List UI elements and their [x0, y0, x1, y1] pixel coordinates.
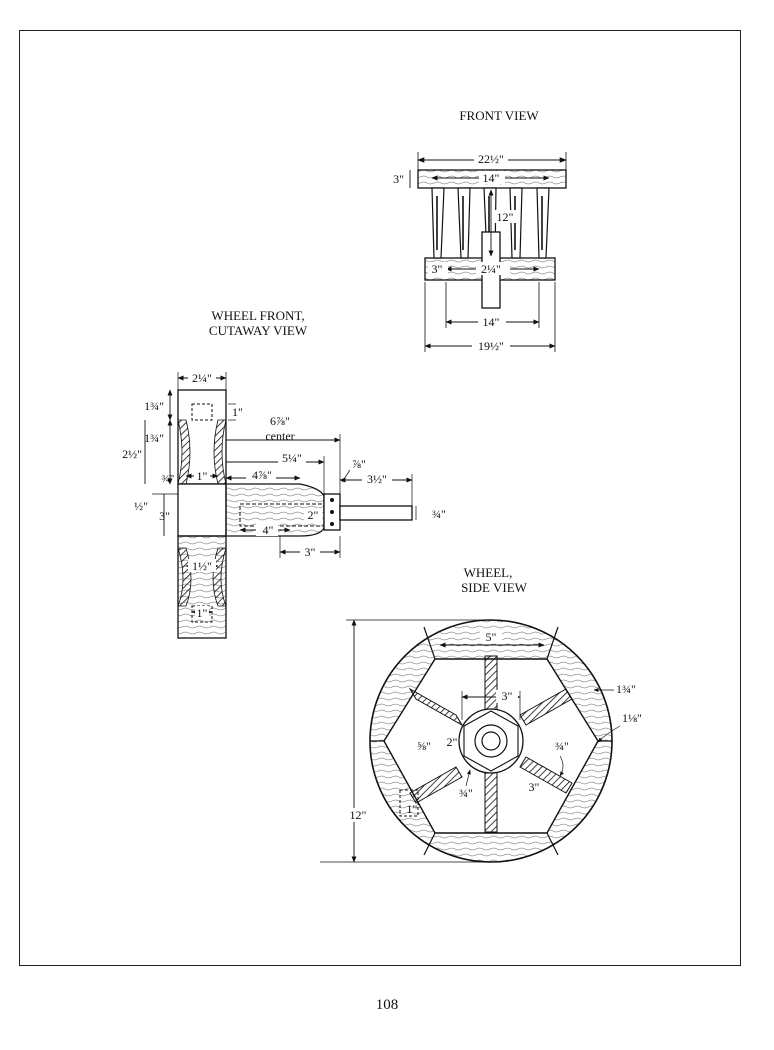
cutaway-dim-d16: 3" — [305, 545, 316, 559]
cutaway-dim-d2: 1" — [232, 405, 243, 419]
cutaway-dim-d13: 2" — [308, 508, 319, 522]
front-dim-inner-bottom: 14" — [483, 315, 500, 329]
cutaway-dim-d6: ⅞" — [352, 457, 366, 471]
side-dim-rim-width: 1¾" — [616, 682, 636, 696]
side-dim-spoke-c: ¾" — [459, 786, 473, 800]
cutaway-dim-d18: 1" — [197, 606, 208, 620]
cutaway-dim-d10: 3½" — [367, 472, 387, 486]
cutaway-dim-d17: 1½" — [192, 559, 212, 573]
front-dim-top-width: 22½" — [478, 152, 504, 166]
front-dim-inner-top: 14" — [483, 171, 500, 185]
cutaway-view: WHEEL FRONT, CUTAWAY VIEW 2¼" 1¾" 1" — [122, 308, 446, 639]
front-dim-bottom-width: 19½" — [478, 339, 504, 353]
side-dim-rim-segment: 5" — [486, 630, 497, 644]
cutaway-dim-d8: 1" — [197, 469, 208, 483]
cutaway-dim-d3: 1¾" — [144, 431, 164, 445]
cutaway-axle-pin — [339, 505, 413, 521]
page-number: 108 — [375, 997, 399, 1013]
cutaway-dim-d14: ¾" — [432, 507, 446, 521]
side-dim-spoke-a: ⅝" — [417, 739, 431, 753]
front-view: FRONT VIEW 22½" 14" — [393, 108, 567, 353]
cutaway-dim-d7: ¾" — [162, 473, 175, 485]
side-title-line2: SIDE VIEW — [461, 580, 528, 595]
side-dim-diameter: 12" — [350, 808, 367, 822]
front-view-title: FRONT VIEW — [459, 108, 539, 123]
front-dim-bottom-thickness: 3" — [432, 262, 443, 276]
side-title-line1: WHEEL, — [464, 565, 513, 580]
side-dim-spoke-d: 3" — [529, 780, 540, 794]
side-view: WHEEL, SIDE VIEW — [320, 565, 642, 863]
side-dim-spoke-b: ¾" — [555, 739, 569, 753]
side-dim-hub: 3" — [502, 689, 513, 703]
side-dim-rim-inner: 1⅛" — [622, 711, 642, 725]
cutaway-dim-d11: ½" — [134, 499, 148, 513]
front-dim-axle: 2¼" — [481, 262, 501, 276]
cutaway-dim-d15: 4" — [263, 523, 274, 537]
cutaway-dim-d9: 4⅞" — [252, 468, 272, 482]
page-frame — [19, 30, 741, 966]
front-dim-height: 12" — [497, 210, 514, 224]
cutaway-dim-d4: 2½" — [122, 447, 142, 461]
cutaway-dim-d1: 1¾" — [144, 399, 164, 413]
cutaway-dim-center-label: center — [265, 429, 294, 443]
cutaway-dim-width-top: 2¼" — [192, 371, 212, 385]
cutaway-dim-center-dist: 6⅞" — [270, 414, 290, 428]
cutaway-title-line1: WHEEL FRONT, — [211, 308, 304, 323]
cutaway-hub — [177, 483, 227, 537]
cutaway-dim-d5: 5¼" — [282, 451, 302, 465]
side-dim-hub-inner: 2" — [447, 735, 458, 749]
cutaway-dim-d12: 3" — [159, 509, 170, 523]
side-dim-spoke-e: 1" — [407, 802, 418, 816]
cutaway-title-line2: CUTAWAY VIEW — [209, 323, 308, 338]
front-dim-top-thickness: 3" — [393, 172, 404, 186]
